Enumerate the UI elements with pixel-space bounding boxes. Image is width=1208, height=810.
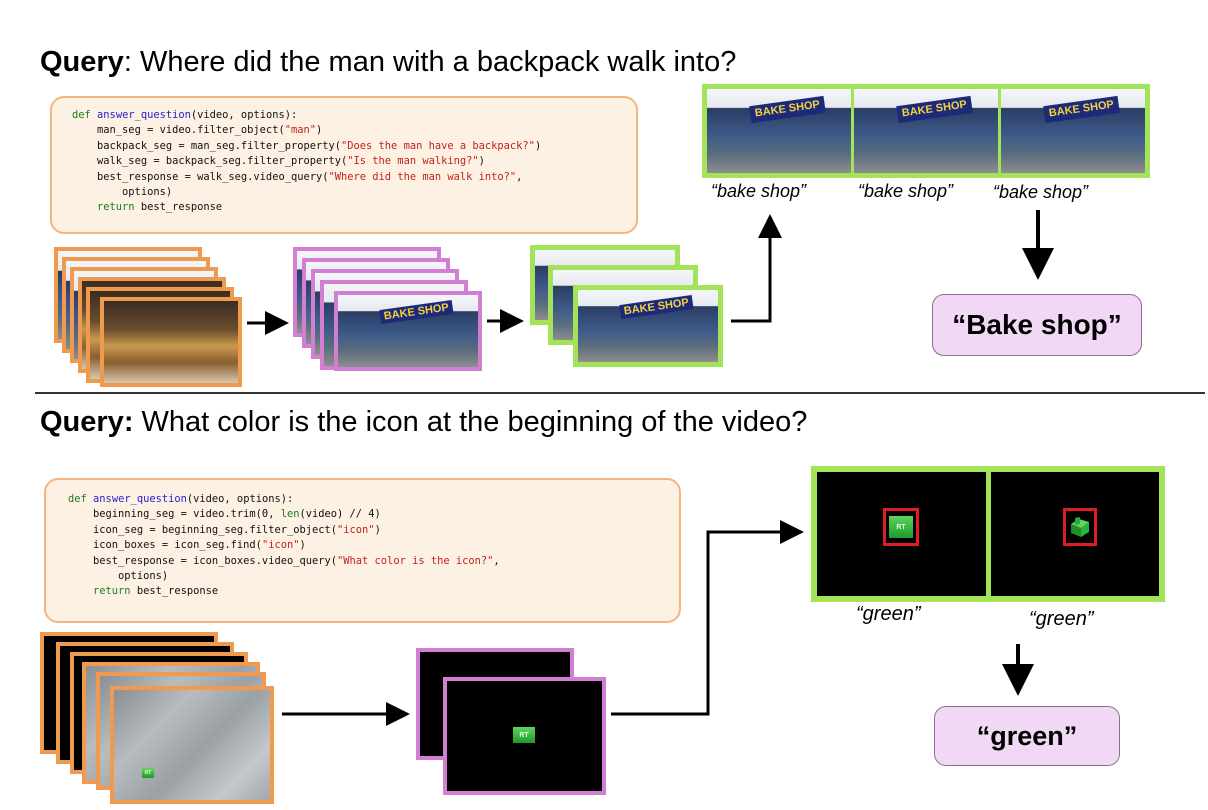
query2-label: Query:: [40, 406, 134, 438]
rt-logo: RT: [513, 727, 535, 743]
icon-detection-box: [883, 508, 919, 546]
video-frame: BAKE SHOP: [707, 89, 851, 173]
query2-caption-1: “green”: [856, 603, 921, 625]
query1-label: Query: [40, 46, 124, 78]
query2-icon-frames: RT: [811, 466, 1165, 602]
query2-code-box: def answer_question(video, options): beg…: [44, 478, 681, 623]
query1-text: : Where did the man with a backpack walk…: [123, 46, 737, 78]
query2-title: Query: What color is the icon at the beg…: [40, 406, 807, 439]
query1-answer-box: “Bake shop”: [932, 294, 1142, 356]
query1-code-box: def answer_question(video, options): man…: [50, 96, 638, 234]
query2-caption-2: “green”: [1029, 608, 1094, 630]
query1-title: Query: Where did the man with a backpack…: [40, 46, 736, 79]
video-frame: [100, 297, 242, 387]
video-frame: RT: [443, 677, 606, 795]
video-frame: [990, 472, 1159, 596]
icon-detection-box: [1062, 508, 1097, 546]
query2-code: def answer_question(video, options): beg…: [68, 493, 500, 598]
query1-caption-3: “bake shop”: [993, 182, 1089, 202]
video-frame: BAKE SHOP: [854, 89, 998, 173]
video-frame: BAKE SHOP: [573, 285, 723, 367]
arrow: [611, 520, 804, 716]
query2-text: What color is the icon at the beginning …: [133, 406, 808, 438]
query1-code: def answer_question(video, options): man…: [72, 109, 542, 214]
rt-logo: RT: [142, 768, 154, 778]
video-frame: RT: [817, 472, 986, 596]
rt-logo: RT: [889, 516, 913, 538]
video-frame: RT: [110, 686, 274, 804]
video-frame: BAKE SHOP: [334, 291, 482, 371]
arrow: [731, 214, 782, 323]
green-cube-icon: [1070, 517, 1089, 537]
query1-caption-1: “bake shop”: [711, 181, 807, 201]
query1-answer-frames: BAKE SHOP BAKE SHOP BAKE SHOP: [702, 84, 1150, 178]
section-divider: [35, 392, 1205, 394]
video-frame: BAKE SHOP: [1001, 89, 1145, 173]
query1-caption-2: “bake shop”: [858, 181, 954, 201]
query2-answer-box: “green”: [934, 706, 1120, 766]
